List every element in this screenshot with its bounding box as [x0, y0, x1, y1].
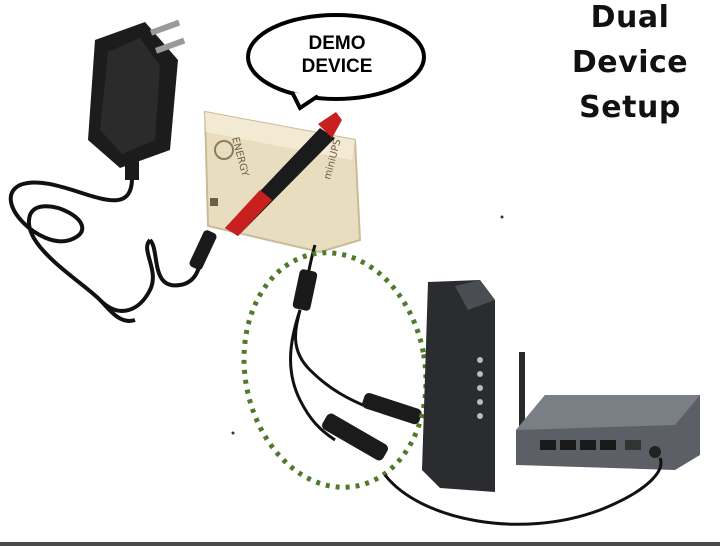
title-line-2: Device: [571, 45, 689, 80]
splitter-connector: [292, 269, 318, 311]
power-adapter: [88, 19, 186, 180]
splitter-cables: [289, 309, 371, 442]
callout-bubble: [246, 13, 426, 111]
callout-line-2: DEVICE: [301, 56, 373, 77]
callout-line-1: DEMO: [308, 33, 366, 54]
modem: [422, 280, 495, 492]
router-power-cable: [383, 457, 663, 526]
router: [516, 352, 700, 470]
title-line-3: Setup: [579, 90, 681, 125]
adapter-cable: [8, 179, 207, 323]
highlight-ring: [241, 250, 429, 490]
bottom-divider: [0, 542, 720, 546]
splitter-plug-bottom: [322, 413, 388, 461]
marker-pen: [225, 112, 342, 236]
splitter-plug-top: [362, 393, 422, 425]
title-line-1: Dual: [590, 0, 670, 35]
adapter-plug: [189, 230, 217, 270]
